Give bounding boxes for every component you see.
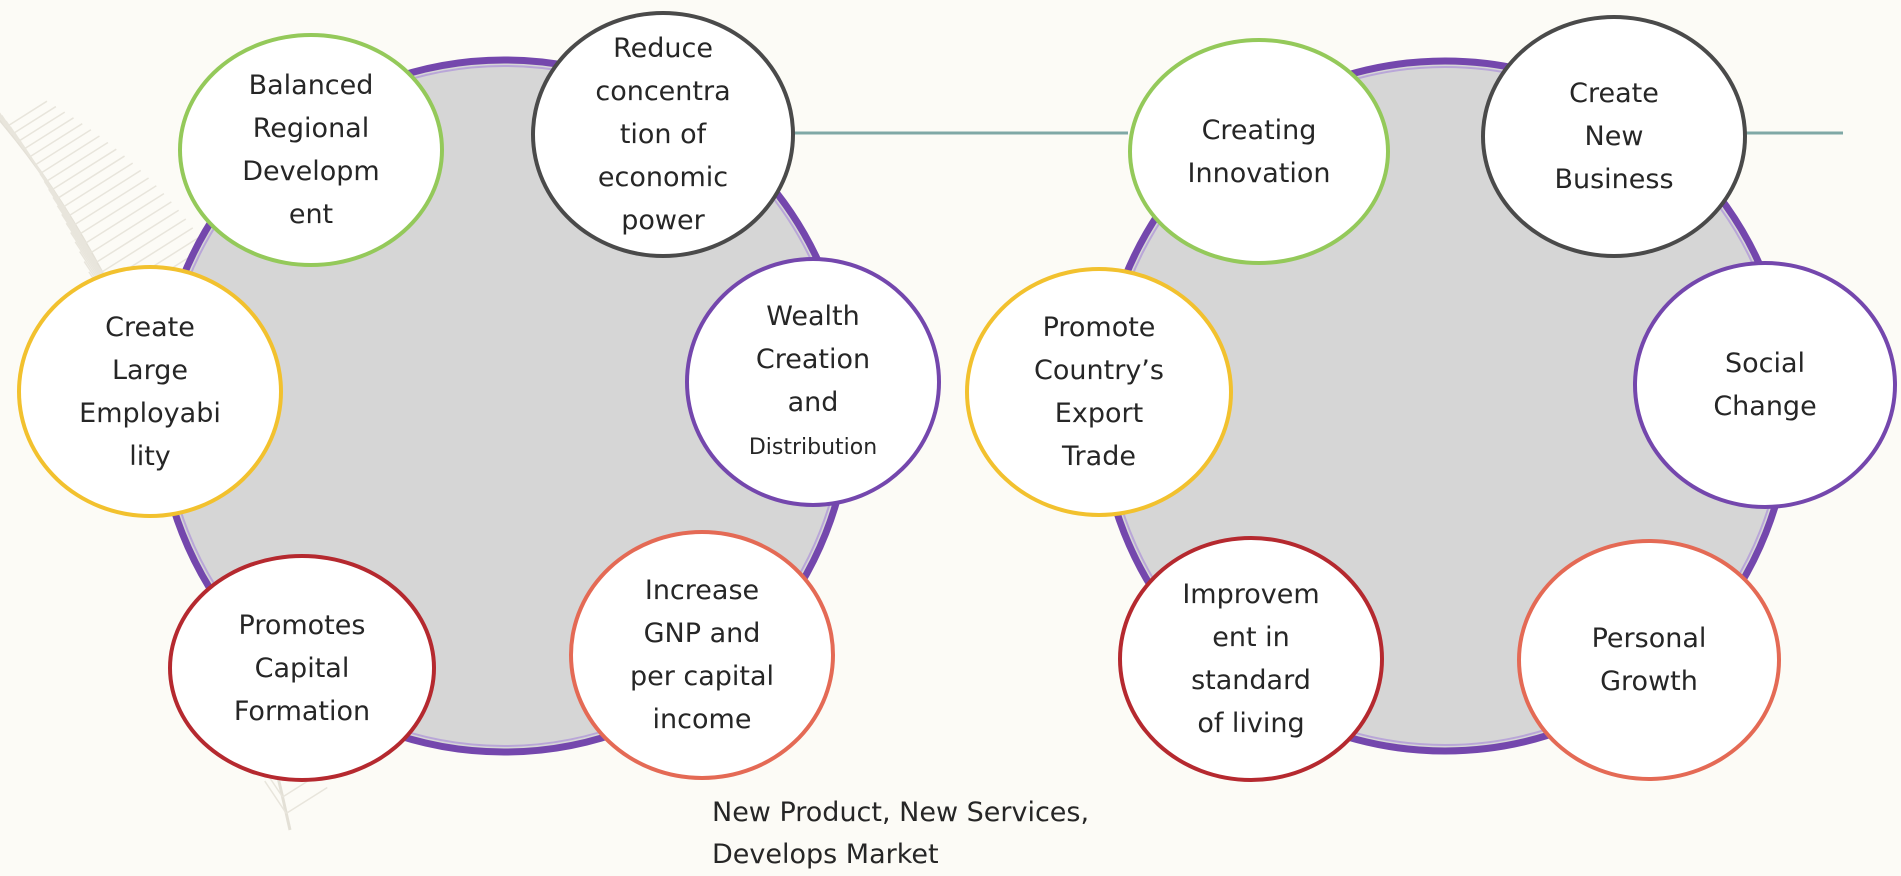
node-promote-export-trade: Promote Country’s Export Trade xyxy=(965,267,1233,517)
node-label: Improvem ent in standard of living xyxy=(1182,579,1320,739)
node-promotes-capital-formation: Promotes Capital Formation xyxy=(168,554,436,782)
node-label: Promotes Capital Formation xyxy=(233,609,371,727)
node-label: Balanced Regional Developm ent xyxy=(242,70,380,230)
node-label: Create New Business xyxy=(1554,78,1674,195)
node-label: Creating Innovation xyxy=(1187,114,1331,189)
node-increase-gnp: Increase GNP and per capital income xyxy=(569,530,835,780)
node-label: Create Large Employabi lity xyxy=(79,311,221,472)
node-create-new-business: Create New Business xyxy=(1481,15,1747,258)
node-label-small: Distribution xyxy=(748,435,878,460)
node-improvement-standard-of-living: Improvem ent in standard of living xyxy=(1118,536,1384,782)
node-label: Social Change xyxy=(1713,348,1817,422)
node-social-change: Social Change xyxy=(1633,261,1897,509)
node-label-main: Wealth Creation and xyxy=(755,301,871,418)
node-label: Promote Country’s Export Trade xyxy=(1034,312,1164,472)
footer-caption-line-1: New Product, New Services, xyxy=(712,797,1090,828)
node-label: Reduce concentra tion of economic power xyxy=(595,33,731,236)
node-label: Personal Growth xyxy=(1591,623,1707,697)
node-creating-innovation: Creating Innovation xyxy=(1128,38,1390,265)
node-reduce-concentration: Reduce concentra tion of economic power xyxy=(531,11,795,258)
node-balanced-regional-development: Balanced Regional Developm ent xyxy=(178,33,444,267)
footer-caption: New Product, New Services, Develops Mark… xyxy=(712,792,1089,876)
footer-caption-line-2: Develops Market xyxy=(712,839,939,870)
node-label: Increase GNP and per capital income xyxy=(629,575,775,735)
node-personal-growth: Personal Growth xyxy=(1517,539,1781,781)
node-create-large-employability: Create Large Employabi lity xyxy=(17,265,283,518)
